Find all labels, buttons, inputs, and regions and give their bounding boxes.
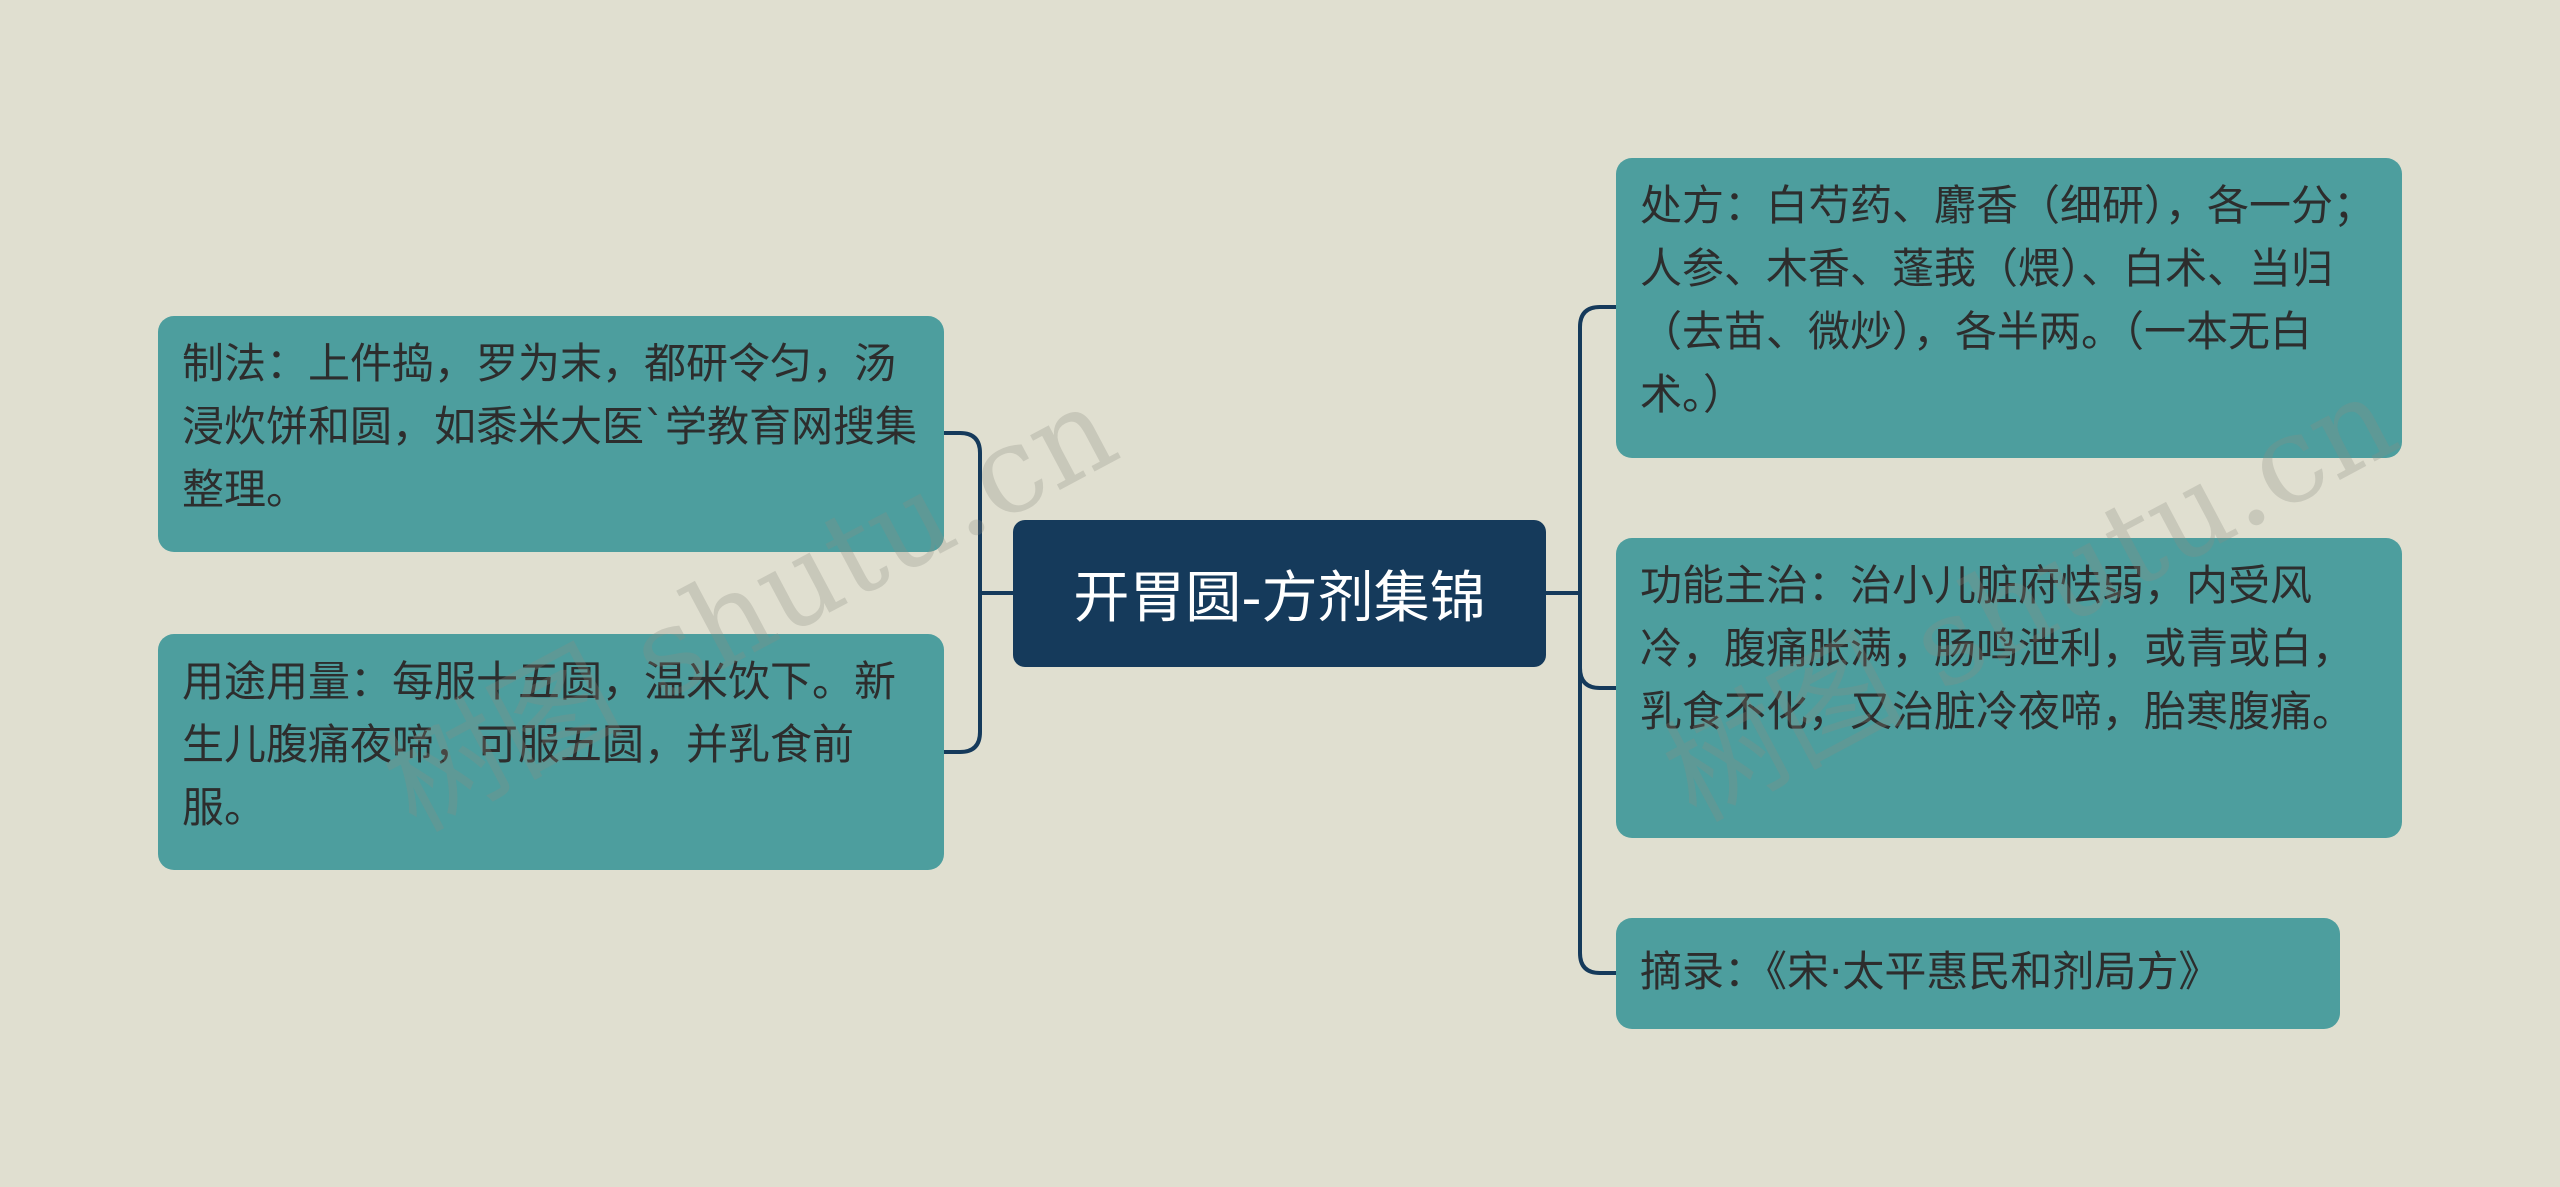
root-topic[interactable]: 开胃圆-方剂集锦 (1013, 520, 1546, 667)
node-preparation[interactable]: 制法：上件捣，罗为末，都研令匀，汤浸炊饼和圆，如黍米大医`学教育网搜集整理。 (158, 316, 944, 552)
connector-left-2 (942, 591, 982, 754)
node-indications-text: 功能主治：治小儿脏府怯弱，内受风冷，腹痛胀满，肠鸣泄利，或青或白，乳食不化，又治… (1640, 561, 2355, 736)
node-prescription-text: 处方：白芍药、麝香（细研），各一分；人参、木香、蓬莪（煨）、白术、当归（去苗、微… (1640, 181, 2376, 419)
node-source-text: 摘录：《宋·太平惠民和剂局方》 (1640, 947, 2221, 996)
node-indications[interactable]: 功能主治：治小儿脏府怯弱，内受风冷，腹痛胀满，肠鸣泄利，或青或白，乳食不化，又治… (1616, 538, 2402, 838)
node-usage-dosage-text: 用途用量：每服十五圆，温米饮下。新生儿腹痛夜啼，可服五圆，并乳食前服。 (182, 657, 897, 832)
root-topic-label: 开胃圆-方剂集锦 (1073, 566, 1486, 631)
node-usage-dosage[interactable]: 用途用量：每服十五圆，温米饮下。新生儿腹痛夜啼，可服五圆，并乳食前服。 (158, 634, 944, 870)
node-preparation-text: 制法：上件捣，罗为末，都研令匀，汤浸炊饼和圆，如黍米大医`学教育网搜集整理。 (182, 339, 918, 514)
connector-right-2 (1578, 591, 1618, 690)
node-prescription[interactable]: 处方：白芍药、麝香（细研），各一分；人参、木香、蓬莪（煨）、白术、当归（去苗、微… (1616, 158, 2402, 458)
connector-right-1 (1578, 305, 1618, 595)
node-source[interactable]: 摘录：《宋·太平惠民和剂局方》 (1616, 918, 2340, 1029)
connector-right-3 (1578, 591, 1618, 975)
connector-left-1 (942, 431, 982, 595)
